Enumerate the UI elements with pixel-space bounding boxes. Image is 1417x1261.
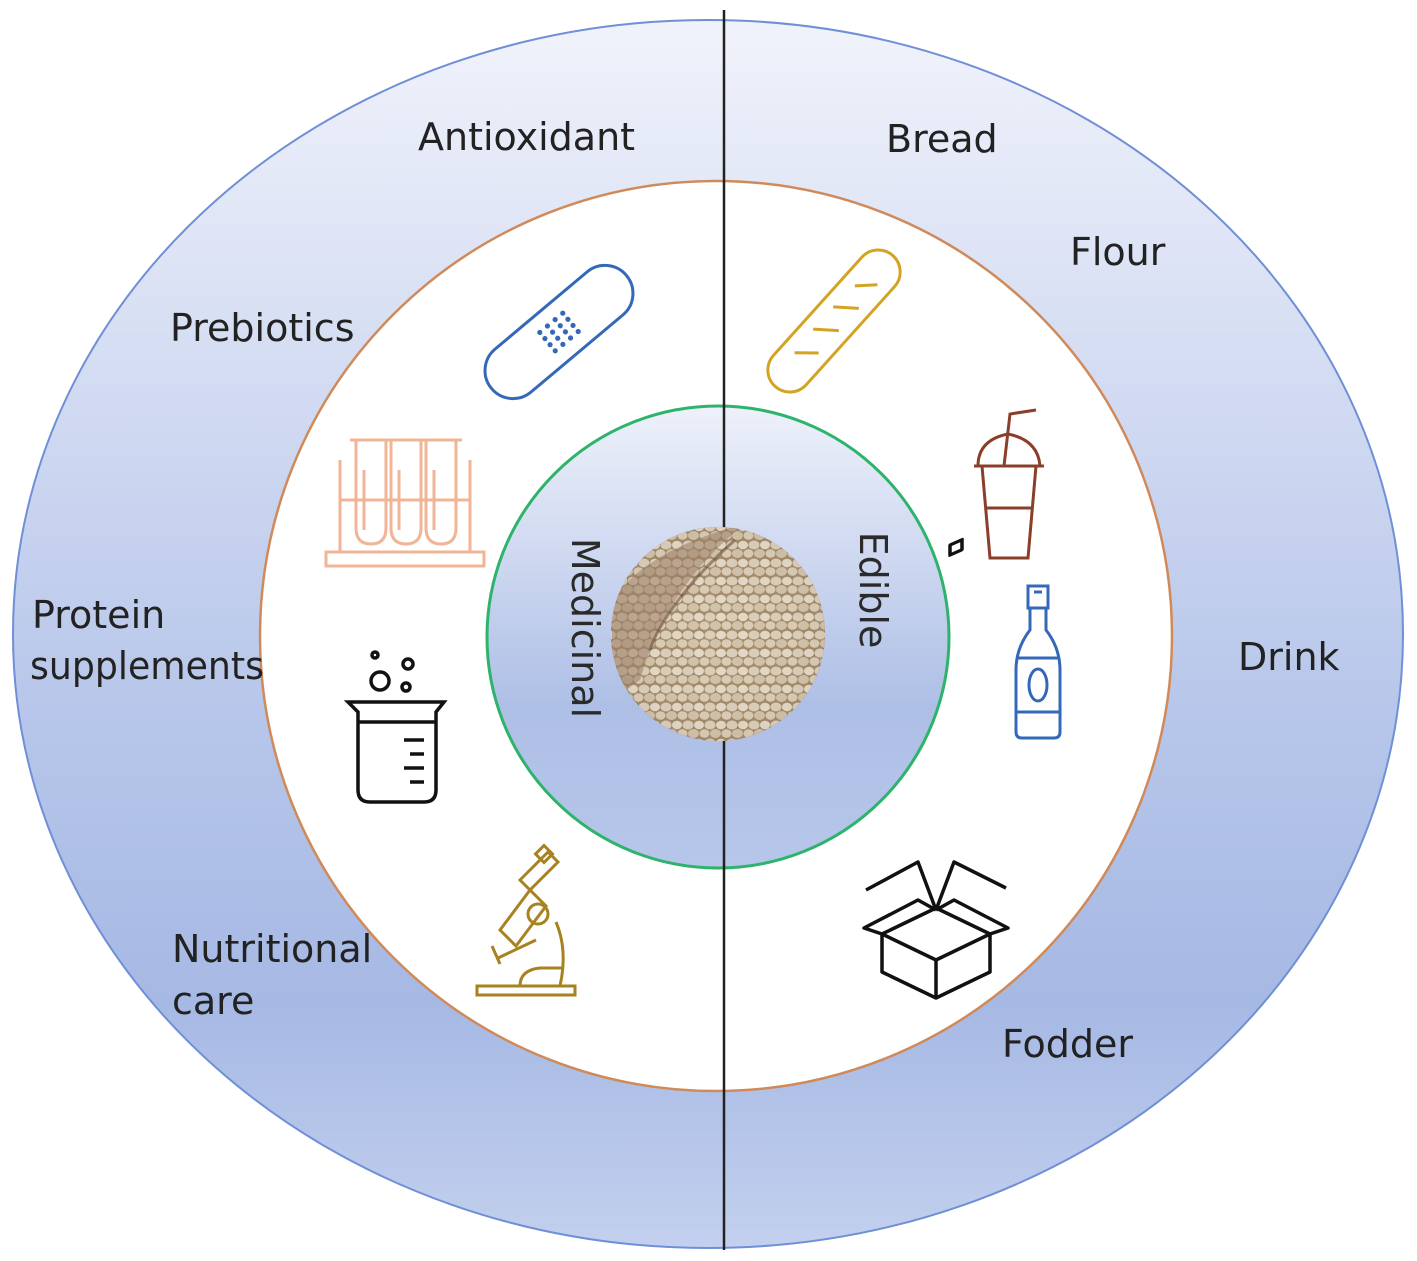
cup-with-straw-icon [974,408,1044,560]
fodder-label: Fodder [1002,1022,1133,1066]
drink-label: Drink [1238,635,1340,679]
quinoa-seed-photo [611,527,825,741]
flour-label: Flour [1070,230,1166,274]
beaker-icon [343,650,448,804]
nutritional-care-label-line1: Nutritional [172,927,372,971]
prebiotics-label: Prebiotics [170,306,355,350]
edible-label: Edible [851,532,895,649]
microscope-icon [475,843,577,997]
medicinal-label: Medicinal [563,538,607,718]
protein-supplements-label-line1: Protein [32,593,165,637]
bottle-icon [1014,584,1062,740]
nutritional-care-label-line2: care [172,979,254,1023]
bread-label: Bread [886,117,998,161]
test-tubes-icon [324,438,486,568]
bread-icon [766,248,902,394]
bandage-icon [483,263,635,401]
box-icon [862,537,1010,1000]
antioxidant-label: Antioxidant [418,115,635,159]
protein-supplements-label-line2: supplements [30,644,264,688]
